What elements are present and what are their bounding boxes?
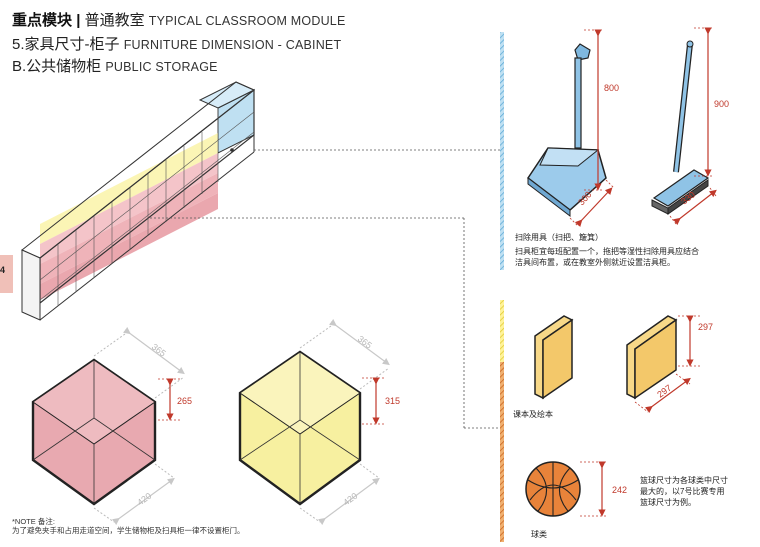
title-separator: | [76,12,81,29]
title-bold: 重点模块 [12,12,73,29]
page-number: 4 [0,265,6,275]
books-category-bar [500,300,504,362]
cleaning-category-bar [500,32,504,270]
basketball-icon [525,461,606,517]
subsection-title-cn: B.公共储物柜 [12,58,102,75]
yellow-cube [238,318,390,526]
ball-caption-line1: 篮球尺寸为各球类中尺寸 [640,476,728,485]
page-title: 重点模块 | 普通教室 TYPICAL CLASSROOM MODULE [12,9,346,30]
title-en: TYPICAL CLASSROOM MODULE [148,14,346,28]
ball-caption-line2: 最大的，以7号比赛专用 [640,487,725,496]
cleaning-caption-line1: 扫具柜宜每班配置一个，拖把等湿性扫除用具应结合 [515,247,699,256]
ball-dim: 242 [612,485,627,495]
broom-illustration [651,27,717,226]
footnote: *NOTE 备注: 为了避免夹手和占用走道空间，学生储物柜及扫具柜一律不设置柜门… [12,517,245,535]
cleaning-caption-line2: 洁具间布置，或在教室外侧就近设置洁具柜。 [515,258,675,267]
books-label: 课本及绘本 [513,410,553,419]
ball-caption-line3: 篮球尺寸为例。 [640,498,696,507]
dustpan-illustration [526,29,615,228]
footnote-title: *NOTE 备注: [12,517,55,526]
section-title-cn: 5.家具尺寸-柜子 [12,36,120,53]
storage-cabinet-illustration [21,81,500,429]
subsection-title-en: PUBLIC STORAGE [105,60,218,74]
dustpan-height-dim: 800 [604,83,619,93]
book-height-dim: 297 [698,322,713,332]
pink-cube-height-dim: 265 [177,396,192,406]
yellow-cube-height-dim: 315 [385,396,400,406]
footnote-text: 为了避免夹手和占用走道空间，学生储物柜及扫具柜一律不设置柜门。 [12,526,245,535]
book-width-dim: 297 [655,383,673,400]
small-book-illustration [534,315,574,400]
cleaning-caption-title: 扫除用具（扫把、簸箕） [515,233,603,242]
title-cn: 普通教室 [84,12,145,29]
large-book-illustration [626,315,700,414]
pink-cube [31,326,185,526]
ball-category-bar [500,362,504,542]
yellow-cube-top-dim: 365 [356,334,374,351]
subsection-title: B.公共储物柜 PUBLIC STORAGE [12,55,218,76]
section-title: 5.家具尺寸-柜子 FURNITURE DIMENSION - CABINET [12,33,341,54]
page-tab [0,255,13,293]
pink-cube-top-dim: 365 [150,342,168,359]
broom-height-dim: 900 [714,99,729,109]
ball-label: 球类 [531,530,547,539]
section-title-en: FURNITURE DIMENSION - CABINET [123,38,342,52]
